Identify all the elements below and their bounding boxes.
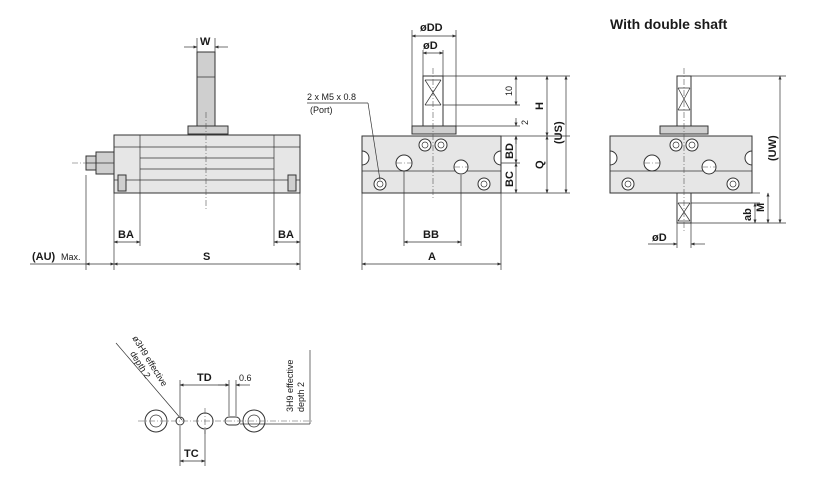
detail-slot (224, 416, 241, 426)
dim-AU-max: Max. (61, 252, 81, 262)
side-view: øDD øD 2 x M5 x 0.8 (Port) 10 2 BD BC H (307, 22, 570, 270)
dim-BD: BD (504, 143, 516, 159)
front-body (113, 134, 301, 194)
dim-AU: (AU) (32, 251, 56, 263)
dim-ab: ab (742, 208, 754, 221)
dim-Q: Q (534, 160, 546, 169)
dim-TD: TD (197, 372, 212, 384)
dim-BC: BC (504, 171, 516, 187)
dim-BA-left: BA (118, 229, 134, 241)
dim-D: øD (423, 40, 438, 52)
front-shaft-collar (187, 125, 229, 135)
dim-M: M (755, 203, 767, 212)
dim-2: 2 (520, 120, 530, 125)
double-shaft-view: (UW) ab M øD (609, 68, 786, 248)
dim-double-D: øD (652, 232, 667, 244)
double-shaft-title: With double shaft (610, 16, 728, 32)
detail-note-right-1: 3H9 effective (285, 360, 295, 412)
dim-S: S (203, 251, 210, 263)
detail-hole-left (144, 409, 168, 433)
port-sub: (Port) (310, 105, 333, 115)
detail-view: ø3H9 effective depth 2 TD 0.6 3H9 effect… (115, 334, 312, 466)
dim-US: (US) (553, 121, 565, 144)
dim-10: 10 (504, 86, 514, 96)
front-view: W BA BA S (AU) Max. (30, 36, 301, 270)
dim-H: H (534, 102, 546, 110)
dim-W: W (200, 36, 211, 48)
dim-0-6: 0.6 (239, 373, 252, 383)
dim-BA-right: BA (278, 229, 294, 241)
dim-A: A (428, 251, 436, 263)
dim-BB: BB (423, 229, 439, 241)
dim-DD: øDD (420, 22, 443, 34)
dim-TC: TC (184, 448, 199, 460)
dim-UW: (UW) (767, 135, 779, 161)
port-label: 2 x M5 x 0.8 (307, 92, 356, 102)
detail-note-right-2: depth 2 (296, 382, 306, 412)
